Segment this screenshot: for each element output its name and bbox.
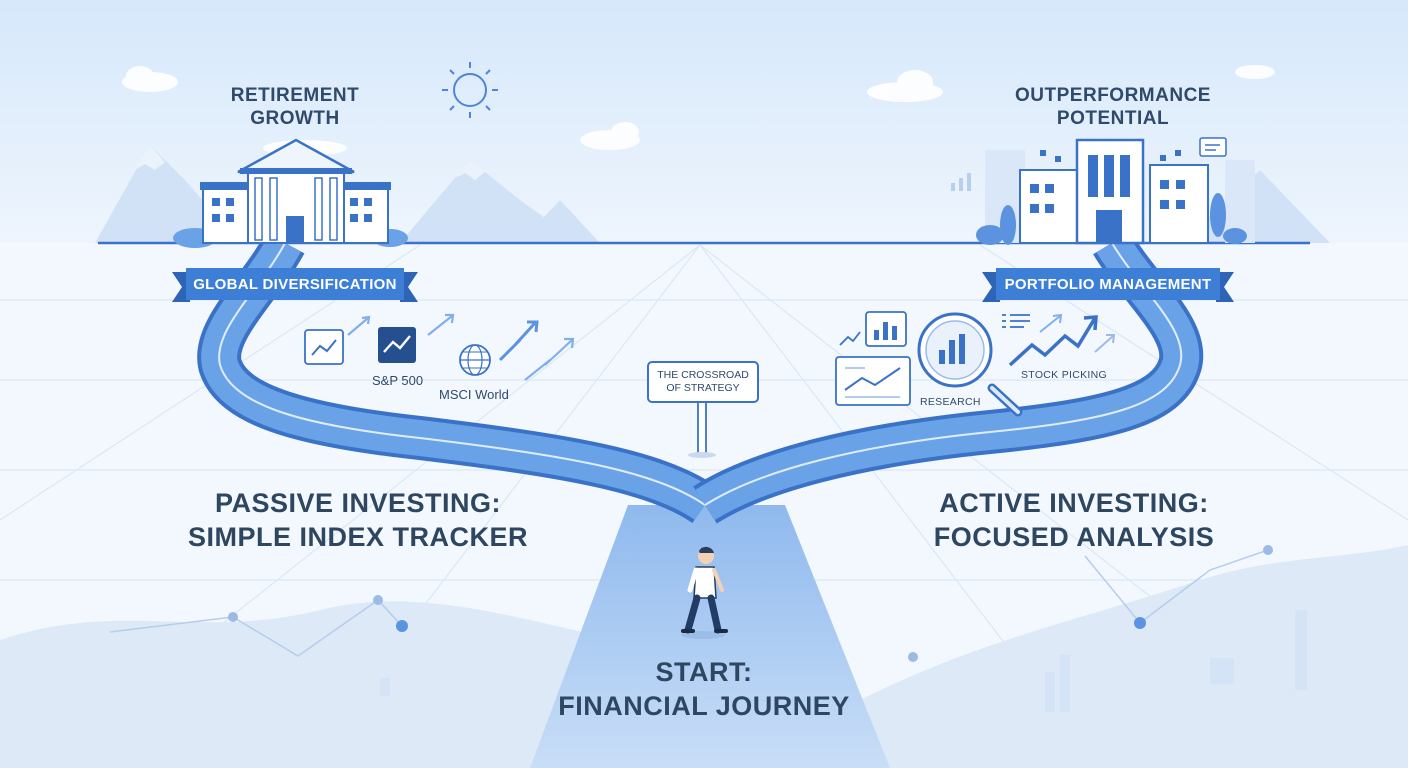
sp500-chart-icon [378, 327, 416, 363]
growth-arrows-icon [347, 313, 575, 381]
background-bars [380, 610, 1307, 712]
ribbon-right [982, 268, 1234, 302]
signpost-text: THE CROSSROAD OF STRATEGY [648, 369, 758, 395]
line-chart-card-icon [835, 356, 911, 406]
bar-card-icon [865, 311, 907, 347]
retirement-growth-title: RETIREMENT GROWTH [165, 84, 425, 130]
mini-bars-icon [951, 173, 971, 191]
sun-icon [442, 62, 498, 118]
trend-card-icon [304, 329, 344, 365]
stock-picking-label: STOCK PICKING [1021, 369, 1107, 381]
start-title-line1: START: [655, 657, 753, 687]
start-title-line2: FINANCIAL JOURNEY [558, 691, 850, 721]
globe-icon [459, 344, 491, 376]
signpost-line2: OF STRATEGY [666, 382, 740, 394]
passive-title-line2: SIMPLE INDEX TRACKER [187, 522, 529, 552]
msci-world-label: MSCI World [439, 387, 509, 402]
office-buildings-icon [951, 137, 1255, 245]
list-icon [1002, 314, 1030, 328]
start-financial-journey-title: START: FINANCIAL JOURNEY [494, 655, 914, 723]
active-title-line1: ACTIVE INVESTING: [939, 488, 1209, 518]
research-label: RESEARCH [920, 396, 981, 408]
small-trend-icon [839, 331, 861, 346]
passive-title-line1: PASSIVE INVESTING: [214, 488, 502, 518]
outperformance-title-line1: OUTPERFORMANCE [1015, 85, 1211, 106]
retirement-title-line2: GROWTH [250, 108, 340, 129]
signpost-line1: THE CROSSROAD [657, 369, 749, 381]
outperformance-potential-title: OUTPERFORMANCE POTENTIAL [983, 84, 1243, 130]
global-diversification-label: GLOBAL DIVERSIFICATION [193, 276, 397, 293]
active-investing-title: ACTIVE INVESTING: FOCUSED ANALYSIS [864, 486, 1284, 554]
active-title-line2: FOCUSED ANALYSIS [933, 522, 1215, 552]
bottom-left-hill [0, 601, 620, 768]
passive-investing-title: PASSIVE INVESTING: SIMPLE INDEX TRACKER [148, 486, 568, 554]
stock-arrows-icon [1008, 313, 1116, 367]
ribbon-left [172, 268, 418, 302]
retirement-title-line1: RETIREMENT [230, 85, 360, 106]
background-chart-decoration [109, 549, 1269, 657]
outperformance-title-line2: POTENTIAL [1056, 108, 1170, 129]
bottom-right-hill [860, 545, 1408, 768]
signpost-icon [647, 361, 759, 458]
walking-person-icon [681, 546, 728, 639]
chat-bubble-icon [1199, 137, 1227, 157]
portfolio-management-label: PORTFOLIO MANAGEMENT [1004, 276, 1212, 293]
mountain-snowcaps [135, 145, 485, 180]
background-chart-dots [228, 545, 1273, 662]
sp500-label: S&P 500 [372, 373, 424, 388]
bank-building-icon [173, 138, 408, 248]
magnifier-icon [917, 312, 1023, 417]
